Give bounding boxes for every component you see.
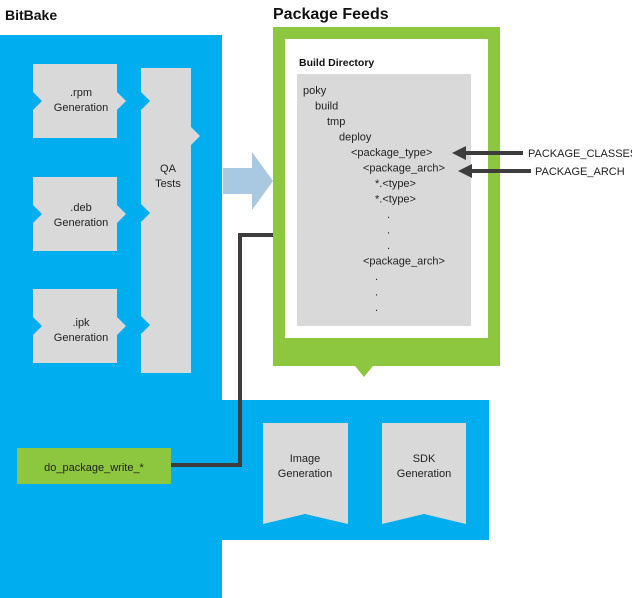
tree-line: .	[387, 240, 390, 252]
deb-generation-box: .deb Generation	[33, 177, 126, 251]
deb-generation-label-2: Generation	[54, 217, 108, 229]
bitbake-title: BitBake	[5, 7, 57, 23]
tree-line: build	[315, 101, 338, 113]
tree-line: <package_arch>	[363, 256, 445, 268]
tree-line: deploy	[339, 132, 372, 144]
directory-tree-area	[297, 74, 471, 326]
package-classes-arrow	[452, 146, 523, 160]
ipk-generation-label-1: .ipk	[72, 317, 90, 329]
feeds-arrow	[223, 152, 273, 210]
qa-tests-label-1: QA	[160, 163, 177, 175]
package-arch-label: PACKAGE_ARCH	[535, 166, 625, 178]
rpm-generation-label-1: .rpm	[70, 87, 92, 99]
tree-line: tmp	[327, 116, 345, 128]
image-generation-label-1: Image	[290, 453, 321, 465]
deb-generation-label-1: .deb	[70, 202, 91, 214]
tree-line: <package_type>	[351, 147, 432, 159]
package-feeds-title: Package Feeds	[273, 6, 389, 23]
ipk-generation-label-2: Generation	[54, 332, 108, 344]
build-directory-title: Build Directory	[299, 57, 374, 69]
package-classes-label: PACKAGE_CLASSES	[528, 148, 632, 160]
ipk-generation-box: .ipk Generation	[33, 289, 126, 363]
package-arch-arrow	[458, 164, 531, 178]
tree-line: <package_arch>	[363, 163, 445, 175]
tree-line: *.<type>	[375, 194, 416, 206]
qa-tests-box: QA Tests	[141, 68, 200, 373]
do-package-write-label: do_package_write_*	[44, 462, 144, 474]
qa-tests-label-2: Tests	[155, 178, 181, 190]
tree-line: .	[387, 209, 390, 221]
tree-line: .	[375, 302, 378, 314]
rpm-generation-label-2: Generation	[54, 102, 108, 114]
rpm-generation-box: .rpm Generation	[33, 64, 126, 138]
tree-line: .	[387, 225, 390, 237]
tree-line: .	[375, 287, 378, 299]
tree-line: *.<type>	[375, 178, 416, 190]
sdk-generation-box: SDK Generation	[382, 423, 466, 524]
sdk-generation-label-1: SDK	[413, 453, 436, 465]
image-generation-label-2: Generation	[278, 468, 332, 480]
do-package-write-box: do_package_write_*	[17, 448, 171, 484]
image-generation-box: Image Generation	[263, 423, 348, 524]
tree-line: .	[375, 271, 378, 283]
sdk-generation-label-2: Generation	[397, 468, 451, 480]
task-connector-line	[171, 233, 287, 467]
tree-line: poky	[303, 85, 327, 97]
directory-tree: poky build tmp deploy <package_type> <package…	[303, 85, 445, 314]
